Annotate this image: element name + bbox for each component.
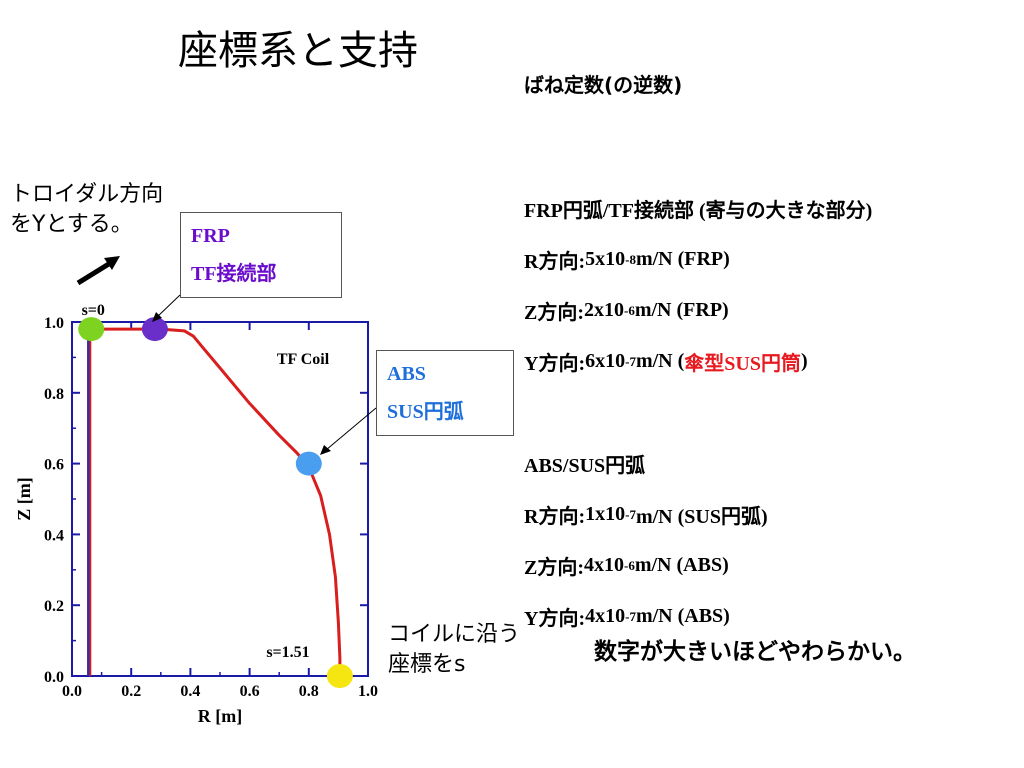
toroidal-arrow-icon xyxy=(76,256,120,286)
frp-pointer-head xyxy=(152,312,162,322)
callout-abs-line2: SUS円弧 xyxy=(387,401,464,423)
abs-z-row: Z方向:4x10-6 m/N (ABS) xyxy=(524,554,729,579)
marker-abs xyxy=(295,451,322,476)
tf-coil-annotation: TF Coil xyxy=(277,351,330,368)
spring-heading: ばね定数(の逆数) xyxy=(524,72,683,97)
y-tick-label: 1.0 xyxy=(44,315,64,332)
marker-s0 xyxy=(78,317,105,342)
x-tick-label: 0.4 xyxy=(180,683,200,700)
frp-r-row: R方向:5x10-8 m/N (FRP) xyxy=(524,248,730,273)
softness-note: 数字が大きいほどやわらかい。 xyxy=(594,639,916,665)
callout-frp-line1: FRP xyxy=(191,225,230,247)
coil-coord-note: コイルに沿う 座標をs xyxy=(388,620,520,680)
x-tick-label: 0.2 xyxy=(121,683,141,700)
callout-frp-line2: TF接続部 xyxy=(191,263,277,285)
callout-abs-line1: ABS xyxy=(387,363,426,385)
frp-heading: FRP円弧/TF接続部 (寄与の大きな部分) xyxy=(524,200,873,222)
page-title: 座標系と支持 xyxy=(178,28,418,74)
y-tick-label: 0.4 xyxy=(44,527,64,544)
y-tick-label: 0.8 xyxy=(44,386,64,403)
abs-pointer-line xyxy=(325,407,377,451)
coil-coord-note-line2: 座標をs xyxy=(388,652,466,677)
x-tick-label: 0.6 xyxy=(240,683,260,700)
x-tick-label: 1.0 xyxy=(358,683,378,700)
x-tick-label: 0.0 xyxy=(62,683,82,700)
x-tick-label: 0.8 xyxy=(299,683,319,700)
marker-label-s0: s=0 xyxy=(82,302,105,319)
abs-heading: ABS/SUS円弧 xyxy=(524,455,646,477)
x-axis-label: R [m] xyxy=(198,706,242,726)
y-tick-label: 0.2 xyxy=(44,598,64,615)
frp-pointer-line xyxy=(155,294,181,319)
frp-z-row: Z方向:2x10-6 m/N (FRP) xyxy=(524,299,729,324)
marker-label-s-end: s=1.51 xyxy=(266,644,309,661)
toroidal-note: トロイダル方向 をYとする。 xyxy=(10,180,163,240)
toroidal-note-line1: トロイダル方向 xyxy=(10,182,164,207)
callout-frp: FRP TF接続部 xyxy=(180,212,342,298)
y-tick-label: 0.6 xyxy=(44,457,64,474)
abs-pointer-head xyxy=(320,445,331,455)
abs-y-row: Y方向:4x10-7 m/N (ABS) xyxy=(524,605,730,630)
series-line-0 xyxy=(88,327,342,676)
frp-y-row: Y方向:6x10-7 m/N (傘型SUS円筒) xyxy=(524,350,808,375)
coil-coord-note-line1: コイルに沿う xyxy=(388,622,521,647)
y-axis-label: Z [m] xyxy=(14,477,34,521)
abs-r-row: R方向:1x10-7 m/N (SUS円弧) xyxy=(524,503,768,528)
callout-abs: ABS SUS円弧 xyxy=(376,350,514,436)
marker-frp xyxy=(141,317,168,342)
plot-frame xyxy=(71,321,369,677)
spring-constant-panel: ばね定数(の逆数) FRP円弧/TF接続部 (寄与の大きな部分) R方向:5x1… xyxy=(524,66,1024,642)
marker-s-end xyxy=(326,664,353,688)
toroidal-note-line2: をYとする。 xyxy=(10,212,133,237)
y-tick-label: 0.0 xyxy=(44,669,64,686)
